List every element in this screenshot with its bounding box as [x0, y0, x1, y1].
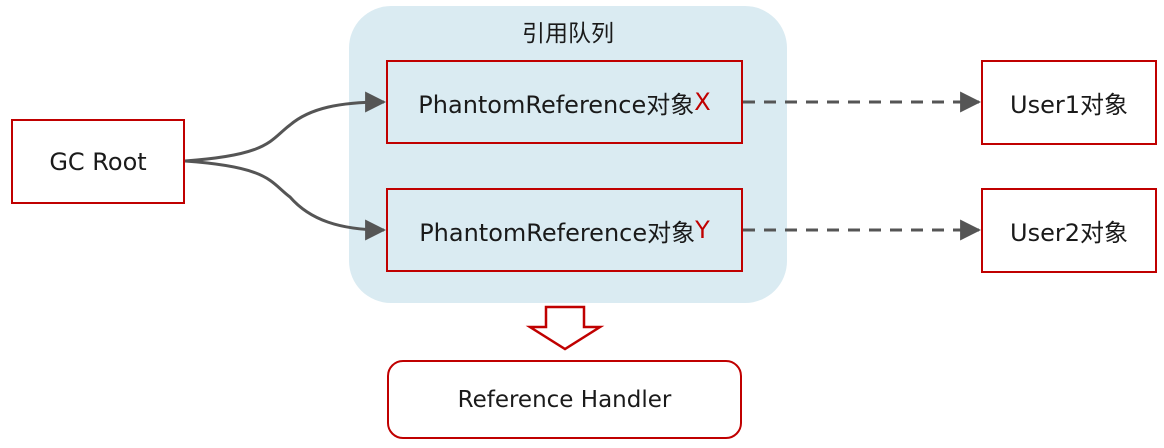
reference-queue-label: 引用队列 [522, 21, 614, 47]
user1-label: User1对象 [1010, 91, 1128, 119]
down-block-arrow [525, 305, 605, 351]
edge-gcroot-to-ref-y [184, 159, 387, 241]
phantom-reference-y-label: PhantomReference对象 [419, 218, 696, 247]
phantom-reference-x-label: PhantomReference对象 [418, 90, 695, 119]
user2-node: User2对象 [981, 188, 1157, 273]
gc-root-node: GC Root [11, 119, 185, 204]
edge-gcroot-to-ref-x [184, 91, 387, 163]
reference-handler-label: Reference Handler [457, 386, 672, 413]
phantom-reference-x-letter: X [694, 88, 711, 116]
user1-node: User1对象 [981, 60, 1157, 145]
phantom-reference-y-letter: Y [695, 216, 710, 244]
reference-handler-node: Reference Handler [387, 360, 742, 439]
user2-label: User2对象 [1010, 219, 1128, 247]
gc-root-label: GC Root [49, 147, 147, 176]
